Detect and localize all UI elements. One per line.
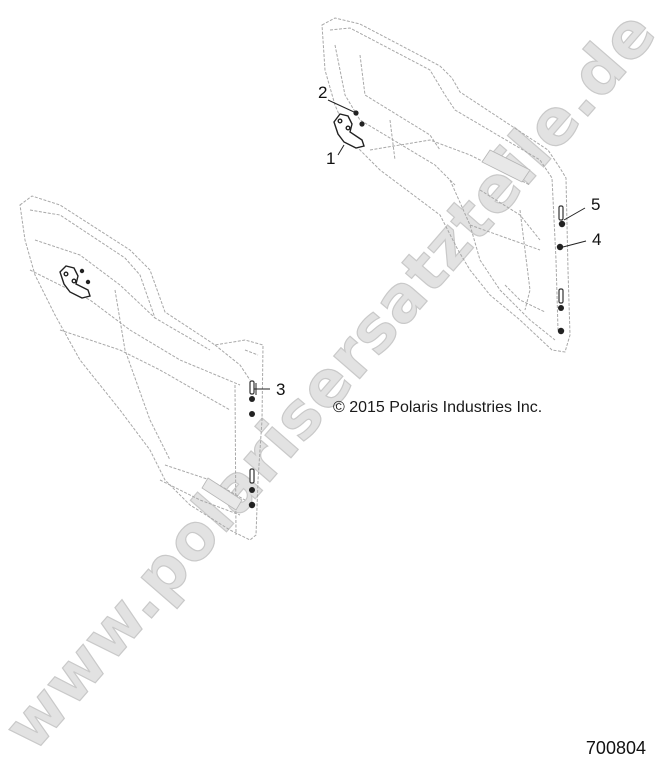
leader-line-4 [562,240,587,248]
bolt-icon [249,380,255,395]
nut-icon [353,110,359,116]
washer-nut-icon [249,411,255,417]
leader-line-5 [563,207,586,221]
bolt-icon [249,468,255,484]
right-door-panel [321,17,571,353]
callout-4: 4 [592,230,602,249]
hinge-bracket-icon [333,113,365,149]
nut-icon [85,279,91,285]
nut-icon [359,121,365,127]
washer-nut-icon [558,305,564,311]
callout-1: 1 [326,149,336,168]
washer-nut-icon [249,396,255,402]
washer-nut-icon [249,487,255,493]
nut-icon [79,268,85,274]
washer-nut-icon [248,501,256,509]
callout-5: 5 [591,195,601,214]
washer-nut-icon [557,327,565,335]
callout-3: 3 [276,380,286,399]
copyright-notice: © 2015 Polaris Industries Inc. [333,399,543,416]
washer-nut-icon [556,243,564,251]
bolt-icon [558,288,564,304]
leader-line-1 [337,144,345,156]
hinge-bracket-left-icon [59,265,91,299]
figure-id: 700804 [585,738,646,758]
leader-line-2 [327,99,355,113]
callout-2: 2 [318,83,328,102]
left-door-panel [19,195,264,541]
washer-nut-icon [558,220,566,228]
bolt-icon [558,205,564,221]
